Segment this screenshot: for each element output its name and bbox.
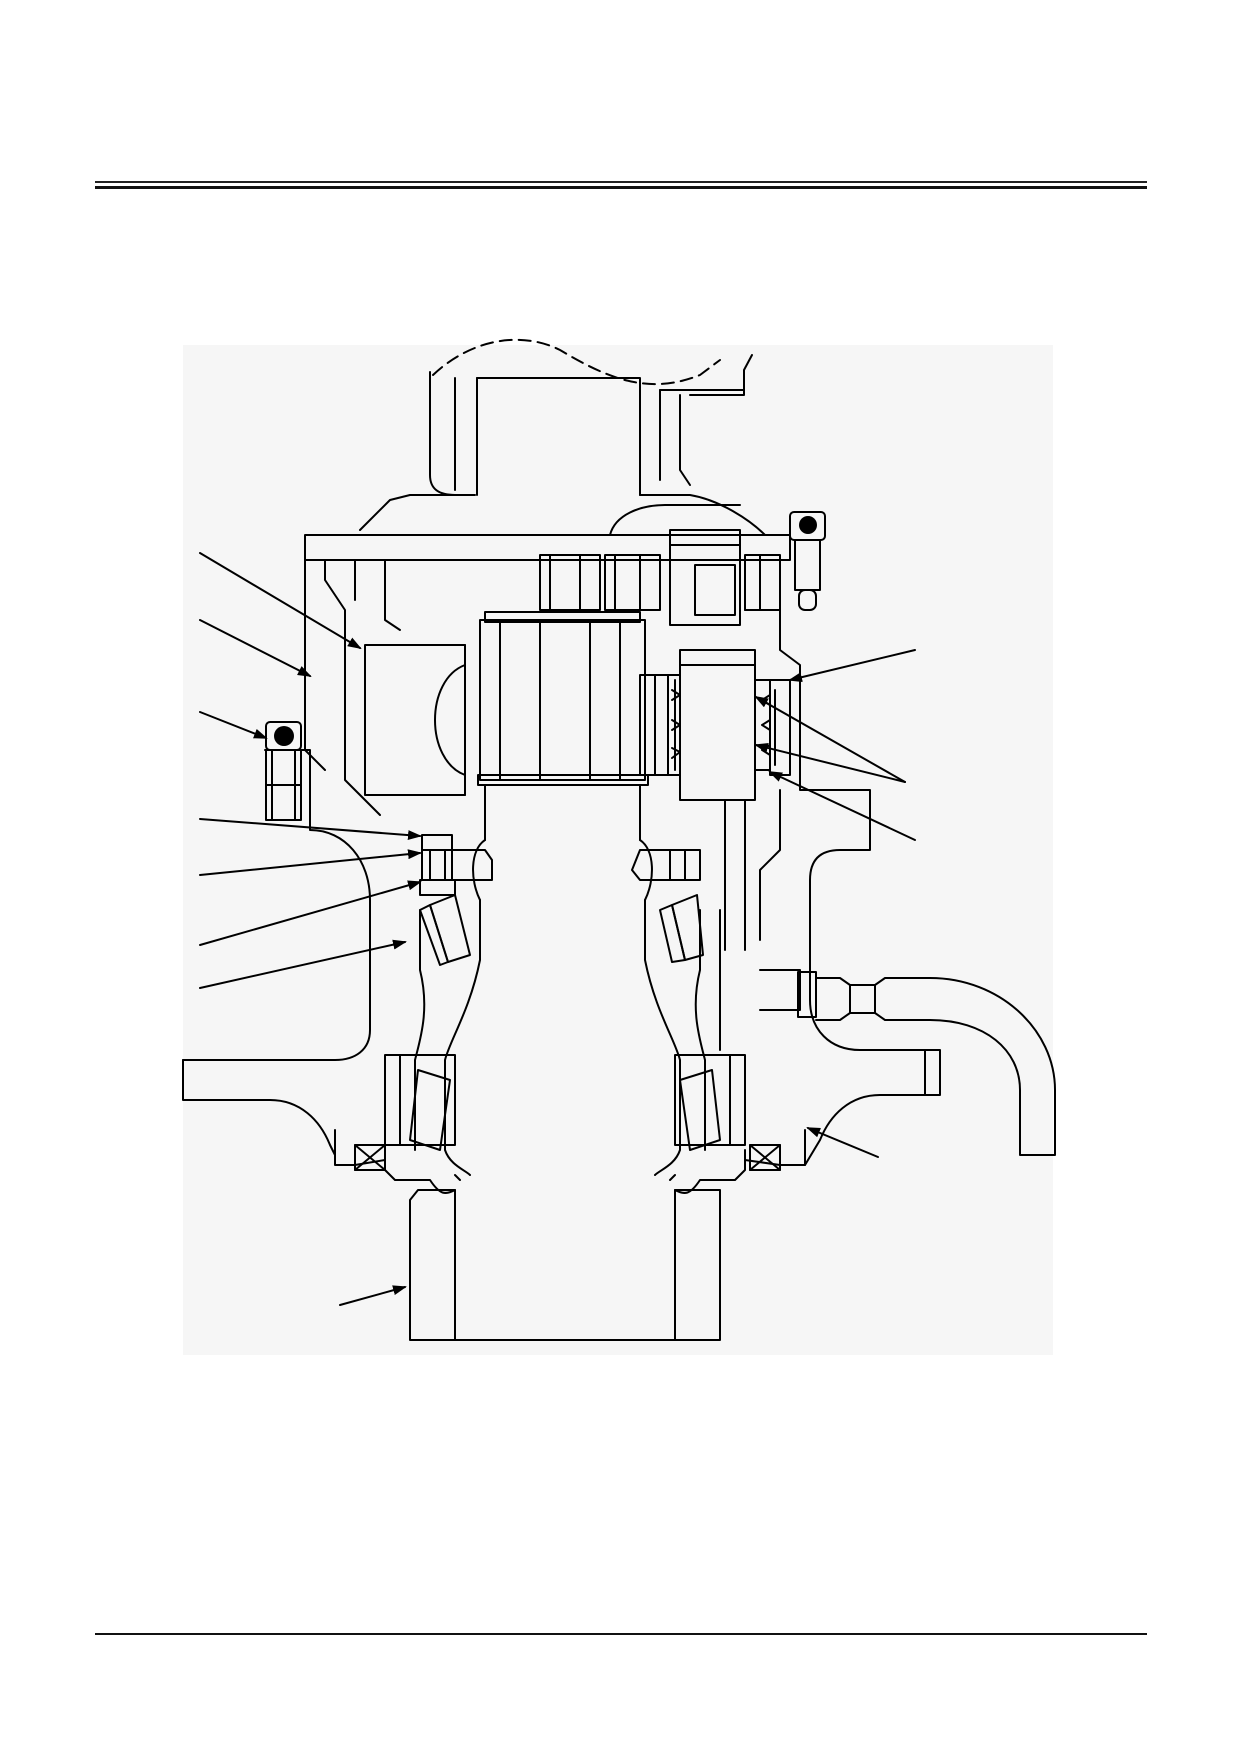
leader-line xyxy=(199,818,422,841)
leader-lines-left xyxy=(199,552,422,989)
leader-lines-right xyxy=(754,649,916,841)
hydraulic-pipe xyxy=(759,969,1056,1156)
central-rotor xyxy=(477,611,649,786)
bottom-shaft xyxy=(409,1189,721,1341)
upper-left-bearing xyxy=(419,894,471,966)
left-chamber xyxy=(364,644,466,796)
leader-line xyxy=(199,552,362,650)
leader-line xyxy=(199,849,422,876)
right-bolt xyxy=(789,511,826,611)
leader-line xyxy=(199,939,407,989)
left-retainer xyxy=(419,834,493,896)
right-arm xyxy=(744,1049,941,1166)
right-retainer xyxy=(631,849,701,881)
leader-line xyxy=(199,711,268,739)
right-housing xyxy=(724,609,881,1051)
leader-line xyxy=(806,1127,879,1158)
leader-line xyxy=(788,649,916,683)
spindle-cone xyxy=(414,899,721,1176)
header-rule-thick-line xyxy=(95,186,1147,189)
header-rule xyxy=(95,181,1147,190)
header-rule-thin-line xyxy=(95,181,1147,183)
left-arm xyxy=(182,1059,386,1166)
right-gear-block xyxy=(639,649,791,801)
leader-lines-bottom xyxy=(339,1127,879,1306)
drawing-panel xyxy=(183,345,1053,1355)
left-housing xyxy=(264,559,401,1061)
leader-line xyxy=(768,771,916,841)
lower-left-bearing xyxy=(384,1054,456,1151)
top-housing-cap xyxy=(304,494,791,561)
leader-line xyxy=(339,1285,407,1306)
upper-gear-row xyxy=(539,529,781,626)
footer-rule xyxy=(95,1633,1147,1635)
right-seal xyxy=(749,1144,781,1171)
leader-line xyxy=(754,696,906,783)
leader-line xyxy=(754,743,906,783)
leader-line xyxy=(199,880,422,946)
upper-right-bearing xyxy=(659,894,704,963)
lower-right-bearing xyxy=(674,1054,746,1151)
left-chamber-bump xyxy=(434,644,466,796)
left-bolt xyxy=(265,721,302,821)
center-bore xyxy=(472,784,653,901)
leader-line xyxy=(199,619,312,677)
